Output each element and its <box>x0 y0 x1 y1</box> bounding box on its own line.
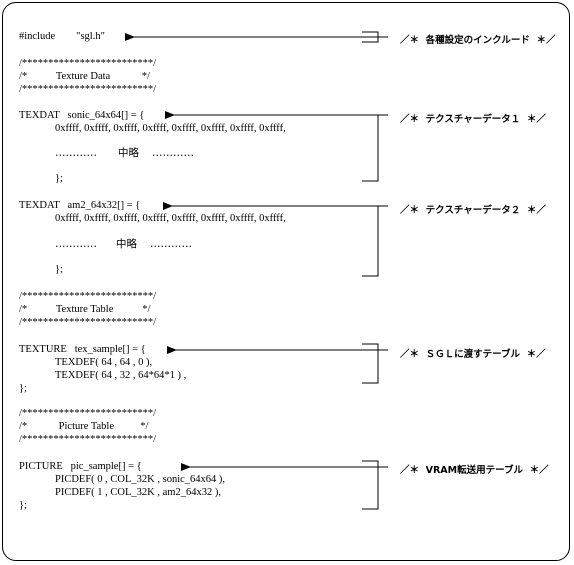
texdat-sonic-dots-left: ………… <box>55 147 97 159</box>
bracket-picture <box>362 460 379 510</box>
texdat-am2-dots-right: ………… <box>150 238 192 250</box>
picture-decl: PICTURE pic_sample[] = { <box>19 461 142 472</box>
texture-data-title: /* Texture Data */ <box>19 71 150 82</box>
bracket-tex1 <box>362 114 379 182</box>
texture-table-rule-bottom: /*************************/ <box>19 317 157 328</box>
note-texture-data-2: ／＊ テクスチャーデータ２ ＊／ <box>400 205 546 216</box>
picture-table-rule-bottom: /*************************/ <box>19 434 157 445</box>
picture-table-title: /* Picture Table */ <box>19 421 149 432</box>
texdat-sonic-decl: TEXDAT sonic_64x64[] = { <box>19 110 145 121</box>
note-sgl-table: ／＊ ＳＧＬに渡すテーブル ＊／ <box>400 349 546 360</box>
bracket-tex2 <box>362 205 379 277</box>
texdat-am2-close: }; <box>55 264 63 275</box>
texdat-am2-decl: TEXDAT am2_64x32[] = { <box>19 200 141 211</box>
include-line: #include "sgl.h" <box>19 31 105 42</box>
texdat-sonic-omitted: 中略 <box>118 147 139 159</box>
bracket-include <box>362 31 379 43</box>
texture-row-2: TEXDEF( 64 , 32 , 64*64*1 ) , <box>55 370 187 381</box>
texdat-am2-values: 0xffff, 0xffff, 0xffff, 0xffff, 0xffff, … <box>55 213 286 224</box>
note-texture-data-1: ／＊ テクスチャーデータ１ ＊／ <box>400 114 546 125</box>
note-include: ／＊ 各種設定のインクルード ＊／ <box>400 35 556 46</box>
texture-close: }; <box>19 383 27 394</box>
picture-row-2: PICDEF( 1 , COL_32K , am2_64x32 ), <box>55 487 221 498</box>
texture-table-title: /* Texture Table */ <box>19 304 151 315</box>
texdat-sonic-dots-right: ………… <box>152 147 194 159</box>
picture-close: }; <box>19 500 27 511</box>
texdat-am2-omitted: 中略 <box>116 238 137 250</box>
texture-data-rule-bottom: /*************************/ <box>19 84 157 95</box>
picture-row-1: PICDEF( 0 , COL_32K , sonic_64x64 ), <box>55 474 226 485</box>
texture-data-rule-top: /*************************/ <box>19 58 157 69</box>
texdat-sonic-values: 0xffff, 0xffff, 0xffff, 0xffff, 0xffff, … <box>55 123 286 134</box>
texture-table-rule-top: /*************************/ <box>19 291 157 302</box>
texdat-sonic-close: }; <box>55 173 63 184</box>
texture-row-1: TEXDEF( 64 , 64 , 0 ), <box>55 357 153 368</box>
picture-table-rule-top: /*************************/ <box>19 408 157 419</box>
note-vram-table: ／＊ VRAM転送用テーブル ＊／ <box>400 465 549 476</box>
texture-decl: TEXTURE tex_sample[] = { <box>19 344 146 355</box>
texdat-am2-dots-left: ………… <box>55 238 97 250</box>
bracket-texture <box>362 343 379 384</box>
document-frame <box>2 2 570 561</box>
